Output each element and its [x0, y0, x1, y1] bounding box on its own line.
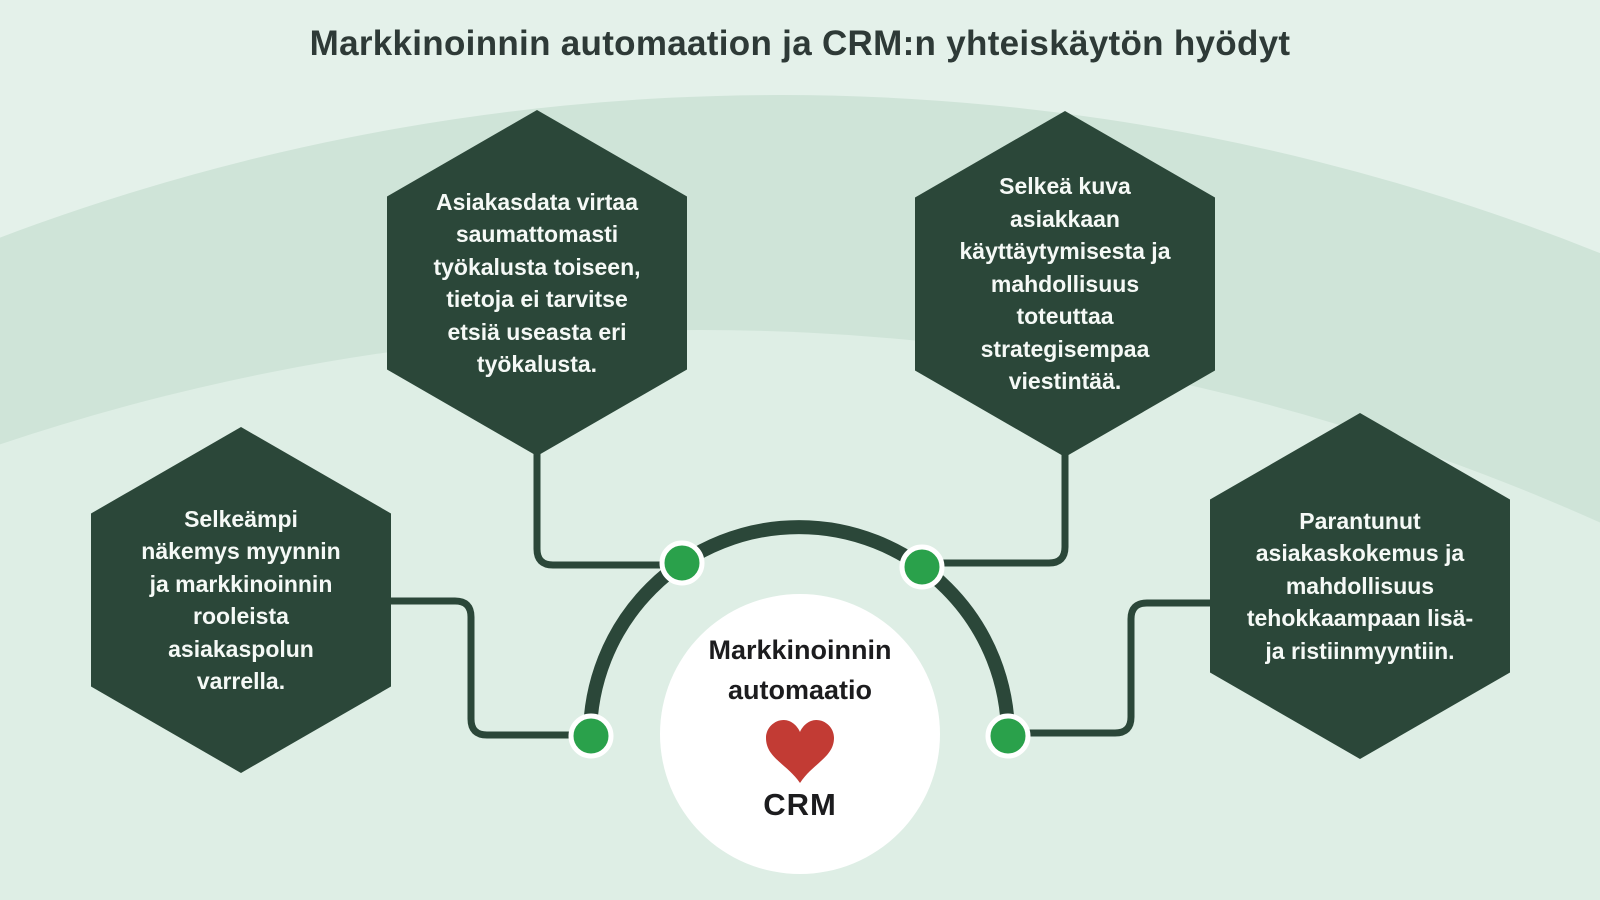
connector-top-right	[918, 449, 1069, 567]
arc-node-dot-bottom-right	[985, 713, 1031, 759]
connector-left	[387, 597, 595, 739]
heart-icon-shape	[766, 720, 834, 783]
hexagon-top-left-label: Asiakasdata virtaa saumattomasti työkalu…	[433, 188, 641, 378]
arc-node-dot-bottom-left	[568, 713, 614, 759]
hexagon-right-label: Parantunut asiakaskokemus ja mahdollisuu…	[1246, 507, 1474, 664]
connector-right	[1004, 599, 1214, 737]
hexagon-top-right-label: Selkeä kuva asiakkaan käyttäytymisesta j…	[959, 173, 1171, 395]
page-title: Markkinoinnin automaation ja CRM:n yhtei…	[309, 24, 1291, 63]
hexagon-left-label: Selkeämpi näkemys myynnin ja markkinoinn…	[141, 505, 341, 695]
heart-icon	[766, 720, 834, 783]
center-title: Markkinoinnin automaatio	[708, 635, 892, 705]
connector-top-left	[533, 448, 686, 569]
arc-node-dot-top-right	[899, 544, 945, 590]
benefits-arc	[583, 520, 1015, 743]
center-content: Markkinoinnin automaatio CRM	[650, 630, 950, 823]
crm-label: CRM	[763, 787, 837, 822]
arc-node-dot-top-left	[659, 540, 705, 586]
